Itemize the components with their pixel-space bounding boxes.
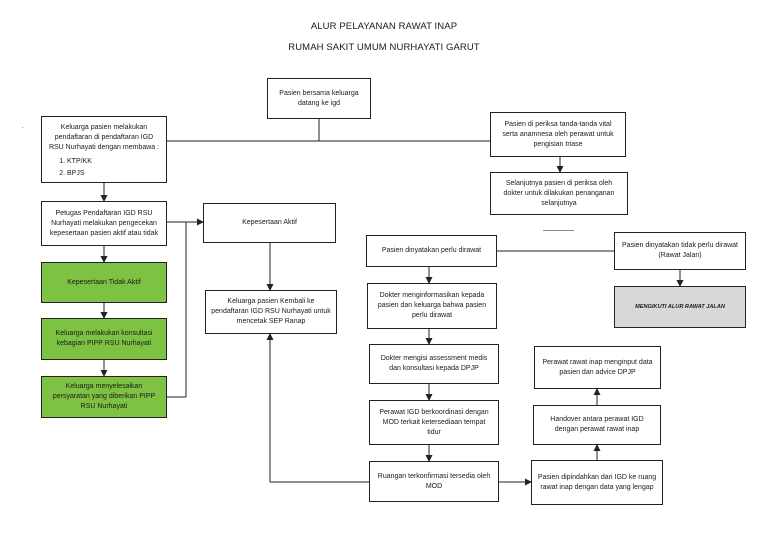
node-triage: Pasien di periksa tanda-tanda vital sert… xyxy=(490,112,626,157)
stray-dot xyxy=(22,127,23,128)
node-membership-check: Petugas Pendaftaran IGD RSU Nurhayati me… xyxy=(41,201,167,246)
node-active: Kepesertaan Aktif xyxy=(203,203,336,243)
node-registration-text: Keluarga pasien melakukan pendaftaran di… xyxy=(48,124,160,151)
node-inactive: Kepesertaan Tidak Aktif xyxy=(41,262,167,303)
node-inform-family: Dokter menginformasikan kepada pasien da… xyxy=(367,283,497,329)
node-room-confirmed: Ruangan terkonfirmasi tersedia oleh MOD xyxy=(369,461,499,502)
node-complete-reqs: Keluarga menyelesaikan persyaratan yang … xyxy=(41,376,167,418)
node-coord-mod: Perawat IGD berkoordinasi dengan MOD ter… xyxy=(369,400,499,445)
node-no-inpatient: Pasien dinyatakan tidak perlu dirawat (R… xyxy=(614,232,746,270)
separator-line xyxy=(543,230,574,231)
node-assessment: Dokter mengisi assessment medis dan kons… xyxy=(369,344,499,384)
registration-list: KTP/KK BPJS xyxy=(47,157,161,179)
node-doctor-exam: Selanjutnya pasien di periksa oleh dokte… xyxy=(490,172,628,215)
node-transfer: Pasien dipindahkan dari IGD ke ruang raw… xyxy=(531,460,663,505)
node-outpatient-flow: MENGIKUTI ALUR RAWAT JALAN xyxy=(614,286,746,328)
page-title: ALUR PELAYANAN RAWAT INAP xyxy=(310,21,458,32)
node-consult-pipp: Keluarga melakukan konsultasi kebagian P… xyxy=(41,318,167,360)
page-subtitle: RUMAH SAKIT UMUM NURHAYATI GARUT xyxy=(288,42,480,53)
node-arrival: Pasien bersama keluarga datang ke igd xyxy=(267,78,371,119)
registration-item: KTP/KK xyxy=(67,157,161,167)
node-handover: Handover antara perawat IGD dengan peraw… xyxy=(533,405,661,445)
node-input-data: Perawat rawat inap menginput data pasien… xyxy=(534,346,661,389)
node-needs-inpatient: Pasien dinyatakan perlu dirawat xyxy=(366,235,497,267)
registration-item: BPJS xyxy=(67,169,161,179)
node-print-sep: Keluarga pasien Kembali ke pendaftaran I… xyxy=(205,290,337,334)
node-registration: Keluarga pasien melakukan pendaftaran di… xyxy=(41,116,167,183)
